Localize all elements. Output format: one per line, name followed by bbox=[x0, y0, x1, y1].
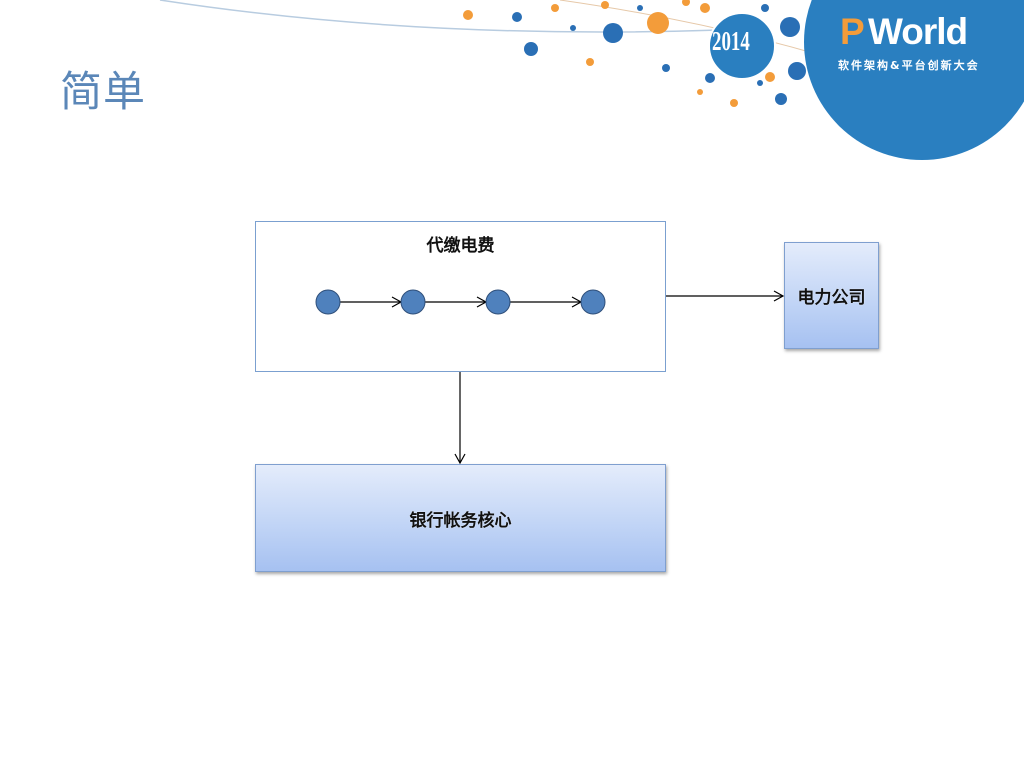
bank-core-box: 银行帐务核心 bbox=[255, 464, 666, 572]
event-year: 2014 bbox=[712, 26, 750, 56]
logo-mark: P bbox=[840, 11, 865, 52]
header-decoration bbox=[159, 0, 1024, 160]
process-box: 代缴电费 bbox=[255, 221, 666, 372]
process-box-label: 代缴电费 bbox=[426, 236, 495, 256]
logo-wordmark: World bbox=[868, 11, 968, 52]
power-company-label: 电力公司 bbox=[797, 288, 866, 308]
bank-core-label: 银行帐务核心 bbox=[409, 510, 512, 531]
logo-subtitle: 软件架构&平台创新大会 bbox=[838, 59, 980, 72]
power-company-box: 电力公司 bbox=[784, 242, 879, 349]
slide-title: 简单 bbox=[60, 67, 147, 116]
